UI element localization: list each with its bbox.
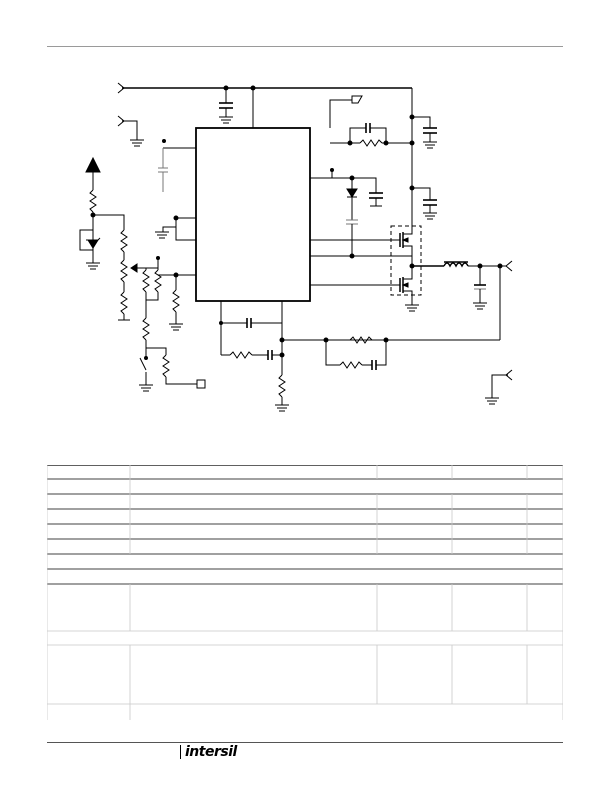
switch xyxy=(139,357,147,371)
junction-dot xyxy=(383,140,389,146)
junction-dot xyxy=(349,253,355,259)
output-flag xyxy=(196,379,206,389)
ground-symbol xyxy=(423,212,437,220)
output-flag xyxy=(351,95,363,104)
ground-symbol xyxy=(485,397,499,405)
resistor xyxy=(120,291,128,315)
ground-symbol xyxy=(169,323,183,331)
mosfet-package xyxy=(390,225,422,296)
resistor xyxy=(142,317,150,341)
ground-symbol xyxy=(219,116,233,124)
wiper-arrow xyxy=(130,263,138,273)
controller-ic xyxy=(195,127,311,302)
resistor xyxy=(120,229,128,253)
high-side-mosfet xyxy=(392,226,413,256)
ground-symbol xyxy=(473,302,487,310)
resistor xyxy=(339,361,363,369)
resistor xyxy=(89,189,97,213)
resistor xyxy=(229,351,253,359)
ground-symbol xyxy=(423,141,437,149)
junction-dot xyxy=(497,263,503,269)
pin-dot xyxy=(162,139,166,143)
resistor xyxy=(172,289,180,313)
ground-symbol xyxy=(130,139,144,147)
switch-contact xyxy=(144,356,148,360)
low-side-mosfet xyxy=(392,266,413,300)
application-circuit-schematic xyxy=(79,82,513,412)
ground-symbol xyxy=(155,231,169,239)
resistor xyxy=(142,269,150,293)
ground-symbol xyxy=(139,384,153,392)
ground-symbol xyxy=(275,404,289,412)
junction-dot xyxy=(279,352,285,358)
specification-table xyxy=(47,465,563,720)
ground-symbol xyxy=(86,262,100,270)
up-arrow-terminal xyxy=(85,156,101,173)
resistor xyxy=(349,336,373,344)
zener-diode xyxy=(87,239,99,249)
footer-rule xyxy=(47,742,563,743)
brand-name: intersil xyxy=(185,744,237,760)
resistor xyxy=(154,269,162,293)
header-rule xyxy=(47,46,563,47)
vout-terminal-arrow xyxy=(505,260,513,272)
potentiometer xyxy=(120,259,128,283)
inductor xyxy=(443,262,469,268)
resistor xyxy=(162,354,170,378)
diode xyxy=(346,188,358,198)
resistor xyxy=(278,374,286,398)
intersil-logo: intersil xyxy=(180,743,237,761)
ground-symbol xyxy=(405,304,419,312)
resistor xyxy=(359,139,383,147)
logo-bar-icon xyxy=(180,745,181,759)
